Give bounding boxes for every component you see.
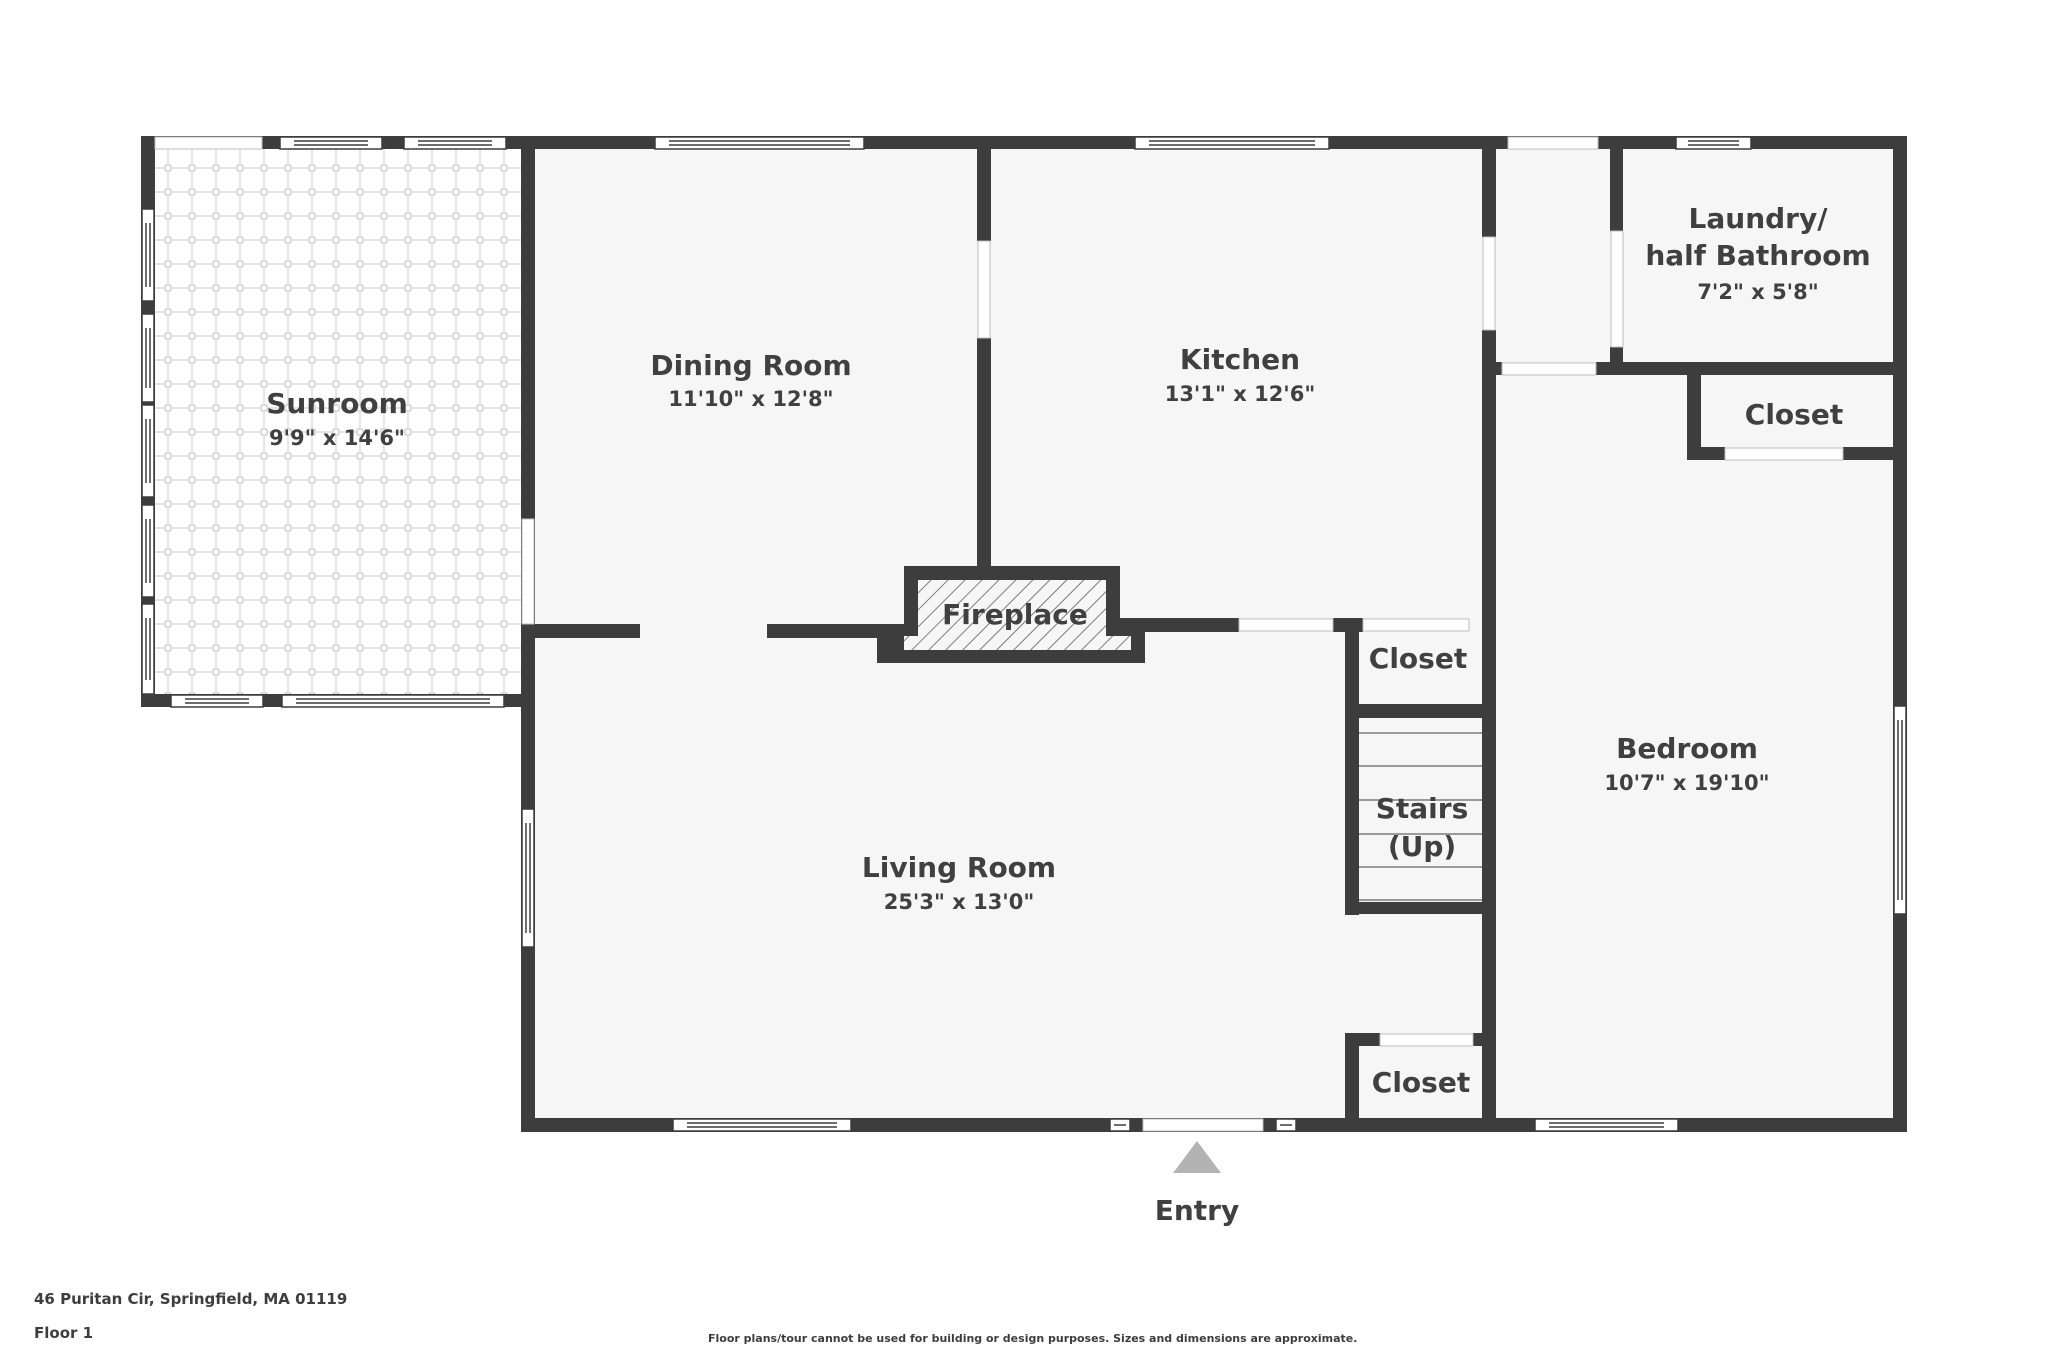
closet-mid-name: Closet <box>1369 642 1467 675</box>
sunroom-name: Sunroom <box>266 387 408 420</box>
entry-arrow-icon <box>1173 1141 1221 1173</box>
closet-bottom-name: Closet <box>1372 1066 1470 1099</box>
window <box>654 136 865 150</box>
laundry-name-line1: Laundry/ <box>1689 202 1829 235</box>
dining-room-name: Dining Room <box>650 349 851 382</box>
floor-label: Floor 1 <box>34 1324 94 1342</box>
dining-room-dims: 11'10" x 12'8" <box>668 387 833 411</box>
window <box>281 694 505 708</box>
window <box>1134 136 1330 150</box>
doorways <box>154 136 1844 1132</box>
stairs-name-line2: (Up) <box>1388 830 1456 863</box>
entry-label: Entry <box>1155 1194 1240 1227</box>
disclaimer-text: Floor plans/tour cannot be used for buil… <box>708 1332 1358 1345</box>
property-address: 46 Puritan Cir, Springfield, MA 01119 <box>34 1290 348 1308</box>
window <box>141 208 155 302</box>
living-room-name: Living Room <box>862 851 1056 884</box>
bedroom-dims: 10'7" x 19'10" <box>1604 771 1769 795</box>
window <box>141 404 155 498</box>
window <box>1534 1118 1679 1132</box>
window <box>521 808 535 948</box>
window <box>141 504 155 598</box>
window <box>170 694 264 708</box>
windows <box>141 136 1907 1132</box>
window <box>141 313 155 403</box>
laundry-dims: 7'2" x 5'8" <box>1697 280 1818 304</box>
fireplace-name: Fireplace <box>942 598 1088 631</box>
window <box>279 136 383 150</box>
main-floor <box>535 149 1893 1118</box>
living-room-dims: 25'3" x 13'0" <box>884 890 1035 914</box>
window <box>1275 1118 1297 1132</box>
window <box>1109 1118 1131 1132</box>
kitchen-dims: 13'1" x 12'6" <box>1165 382 1316 406</box>
window <box>403 136 507 150</box>
sunroom-floor <box>155 149 527 701</box>
window <box>1675 136 1752 150</box>
sunroom-dims: 9'9" x 14'6" <box>269 426 405 450</box>
laundry-name-line2: half Bathroom <box>1645 239 1870 272</box>
room-labels: Sunroom 9'9" x 14'6" Dining Room 11'10" … <box>266 202 1870 1227</box>
stairs-name-line1: Stairs <box>1376 792 1469 825</box>
stair-treads <box>1359 732 1482 901</box>
bedroom-name: Bedroom <box>1616 732 1758 765</box>
kitchen-name: Kitchen <box>1180 343 1300 376</box>
closet-top-name: Closet <box>1745 398 1843 431</box>
fireplace-hatch <box>904 580 1131 650</box>
window <box>141 603 155 695</box>
window <box>672 1118 852 1132</box>
floor-areas <box>155 149 1893 1118</box>
window <box>1893 705 1907 915</box>
